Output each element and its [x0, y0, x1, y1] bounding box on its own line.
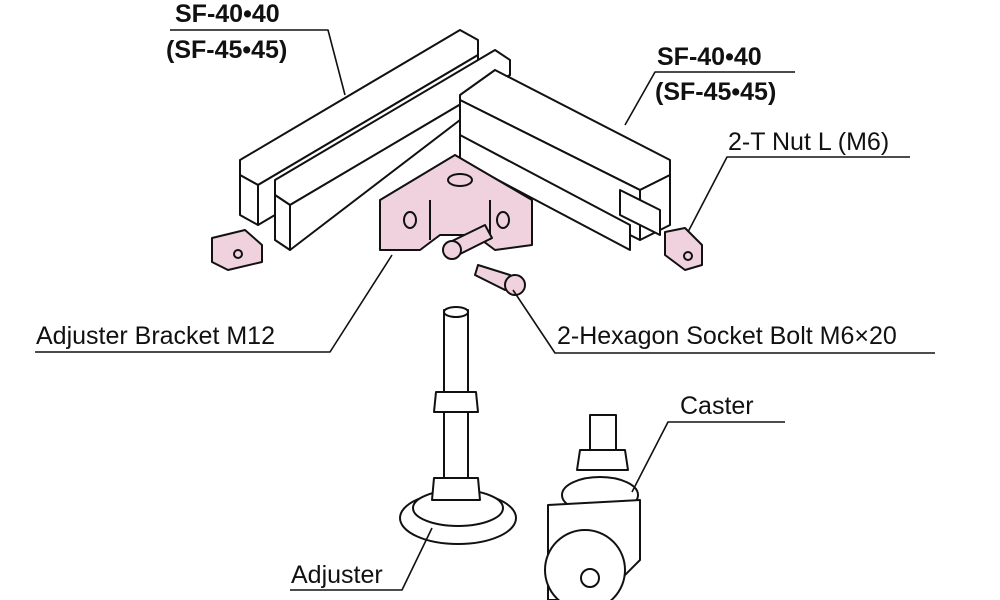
profile-left-alt-label: (SF-45•45)	[166, 36, 288, 64]
caster-wheel	[544, 414, 641, 600]
bracket-label: Adjuster Bracket M12	[36, 322, 275, 350]
right-aluminum-profile	[459, 69, 671, 251]
profile-left-label: SF-40•40	[175, 0, 280, 28]
profile-right-label: SF-40•40	[657, 43, 762, 71]
adjuster-foot	[399, 306, 517, 545]
leader-lines	[35, 29, 935, 591]
hexagon-socket-bolt	[442, 224, 526, 296]
bolt-label: 2-Hexagon Socket Bolt M6×20	[557, 322, 897, 350]
left-aluminum-profile	[239, 29, 511, 251]
t-nut-label: 2-T Nut L (M6)	[728, 128, 890, 156]
profile-right-alt-label: (SF-45•45)	[655, 78, 777, 106]
t-nut	[211, 227, 703, 271]
adjuster-label: Adjuster	[291, 561, 383, 589]
caster-label: Caster	[680, 392, 754, 420]
